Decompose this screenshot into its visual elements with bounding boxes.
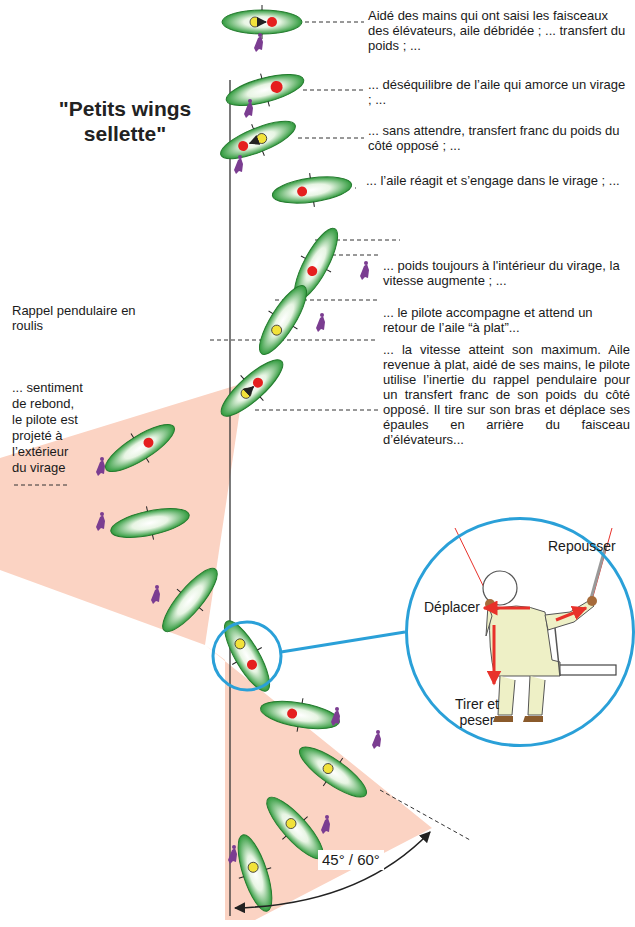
action-label: Tirer et peser xyxy=(446,696,508,728)
step-note: ... sans attendre, transfert franc du po… xyxy=(368,123,630,153)
step-note: ... poids toujours à l'intérieur du vira… xyxy=(383,258,630,288)
step-note: Aidé des mains qui ont saisi les faiscea… xyxy=(368,8,630,53)
step-note: ... la vitesse atteint son maximum. Aile… xyxy=(383,342,630,447)
action-label: Déplacer xyxy=(422,599,482,615)
angle-dimension: 45° / 60° xyxy=(318,850,384,870)
inset-circle: RepousserDéplacerTirer et peser xyxy=(405,517,635,747)
action-label: Repousser xyxy=(548,538,616,554)
phase-note: ... sentiment de rebond, le pilote est p… xyxy=(12,380,84,476)
step-note: ... l’aile réagit et s’engage dans le vi… xyxy=(366,173,630,188)
diagram-title: "Petits wings sellette" xyxy=(30,96,220,146)
phase-label: Rappel pendulaire en roulis xyxy=(12,303,152,333)
step-note: ... déséquilibre de l’aile qui amorce un… xyxy=(368,77,630,107)
step-note: ... le pilote accompagne et attend un re… xyxy=(383,305,630,335)
